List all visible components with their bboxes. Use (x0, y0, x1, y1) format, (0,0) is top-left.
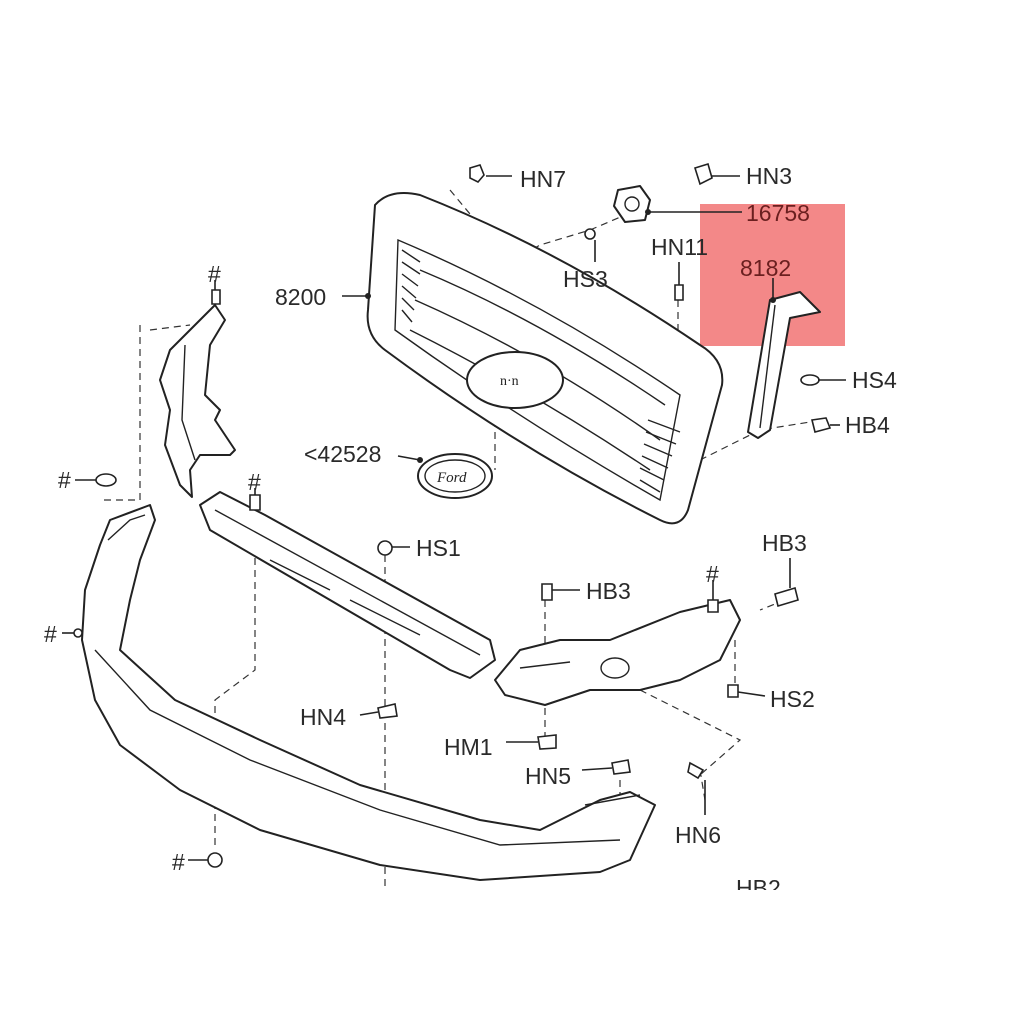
emblem-42528: Ford (417, 453, 493, 499)
label-hm1: HM1 (444, 734, 493, 760)
label-hb4: HB4 (845, 412, 890, 438)
bumper-fascia (81, 504, 656, 881)
labels: HN7 HN3 16758 HN11 HS3 8182 8200 HS4 HB4… (44, 163, 897, 901)
label-hash-right: # (706, 561, 719, 587)
label-hs2: HS2 (770, 686, 815, 712)
right-bracket (494, 599, 741, 706)
label-hs1: HS1 (416, 535, 461, 561)
label-hash-bottom: # (172, 849, 185, 875)
svg-text:n·n: n·n (500, 374, 519, 389)
bottom-mask (0, 890, 1024, 1024)
grille-8200: n·n (366, 192, 724, 525)
bracket-16758 (613, 185, 651, 223)
svg-text:Ford: Ford (436, 470, 467, 486)
label-hash-top-left: # (208, 261, 221, 287)
center-beam (199, 491, 496, 679)
label-hn7: HN7 (520, 166, 566, 192)
label-hn5: HN5 (525, 763, 571, 789)
label-hn4: HN4 (300, 704, 346, 730)
left-bracket (159, 304, 236, 498)
label-hn3: HN3 (746, 163, 792, 189)
label-hn11: HN11 (651, 234, 708, 260)
support-8182 (747, 291, 821, 439)
label-hs3: HS3 (563, 266, 608, 292)
label-hash-lower-left: # (44, 621, 57, 647)
label-8200: 8200 (275, 284, 326, 310)
label-hb3-left: HB3 (586, 578, 631, 604)
label-hash-middle: # (248, 469, 261, 495)
label-42528: <42528 (304, 441, 381, 467)
label-16758: 16758 (746, 200, 810, 226)
label-hash-left: # (58, 467, 71, 493)
label-hs4: HS4 (852, 367, 897, 393)
fasteners (73, 162, 832, 868)
label-hb3-right: HB3 (762, 530, 807, 556)
label-hn6: HN6 (675, 822, 721, 848)
leader-lines (62, 175, 846, 861)
label-8182: 8182 (740, 255, 791, 281)
